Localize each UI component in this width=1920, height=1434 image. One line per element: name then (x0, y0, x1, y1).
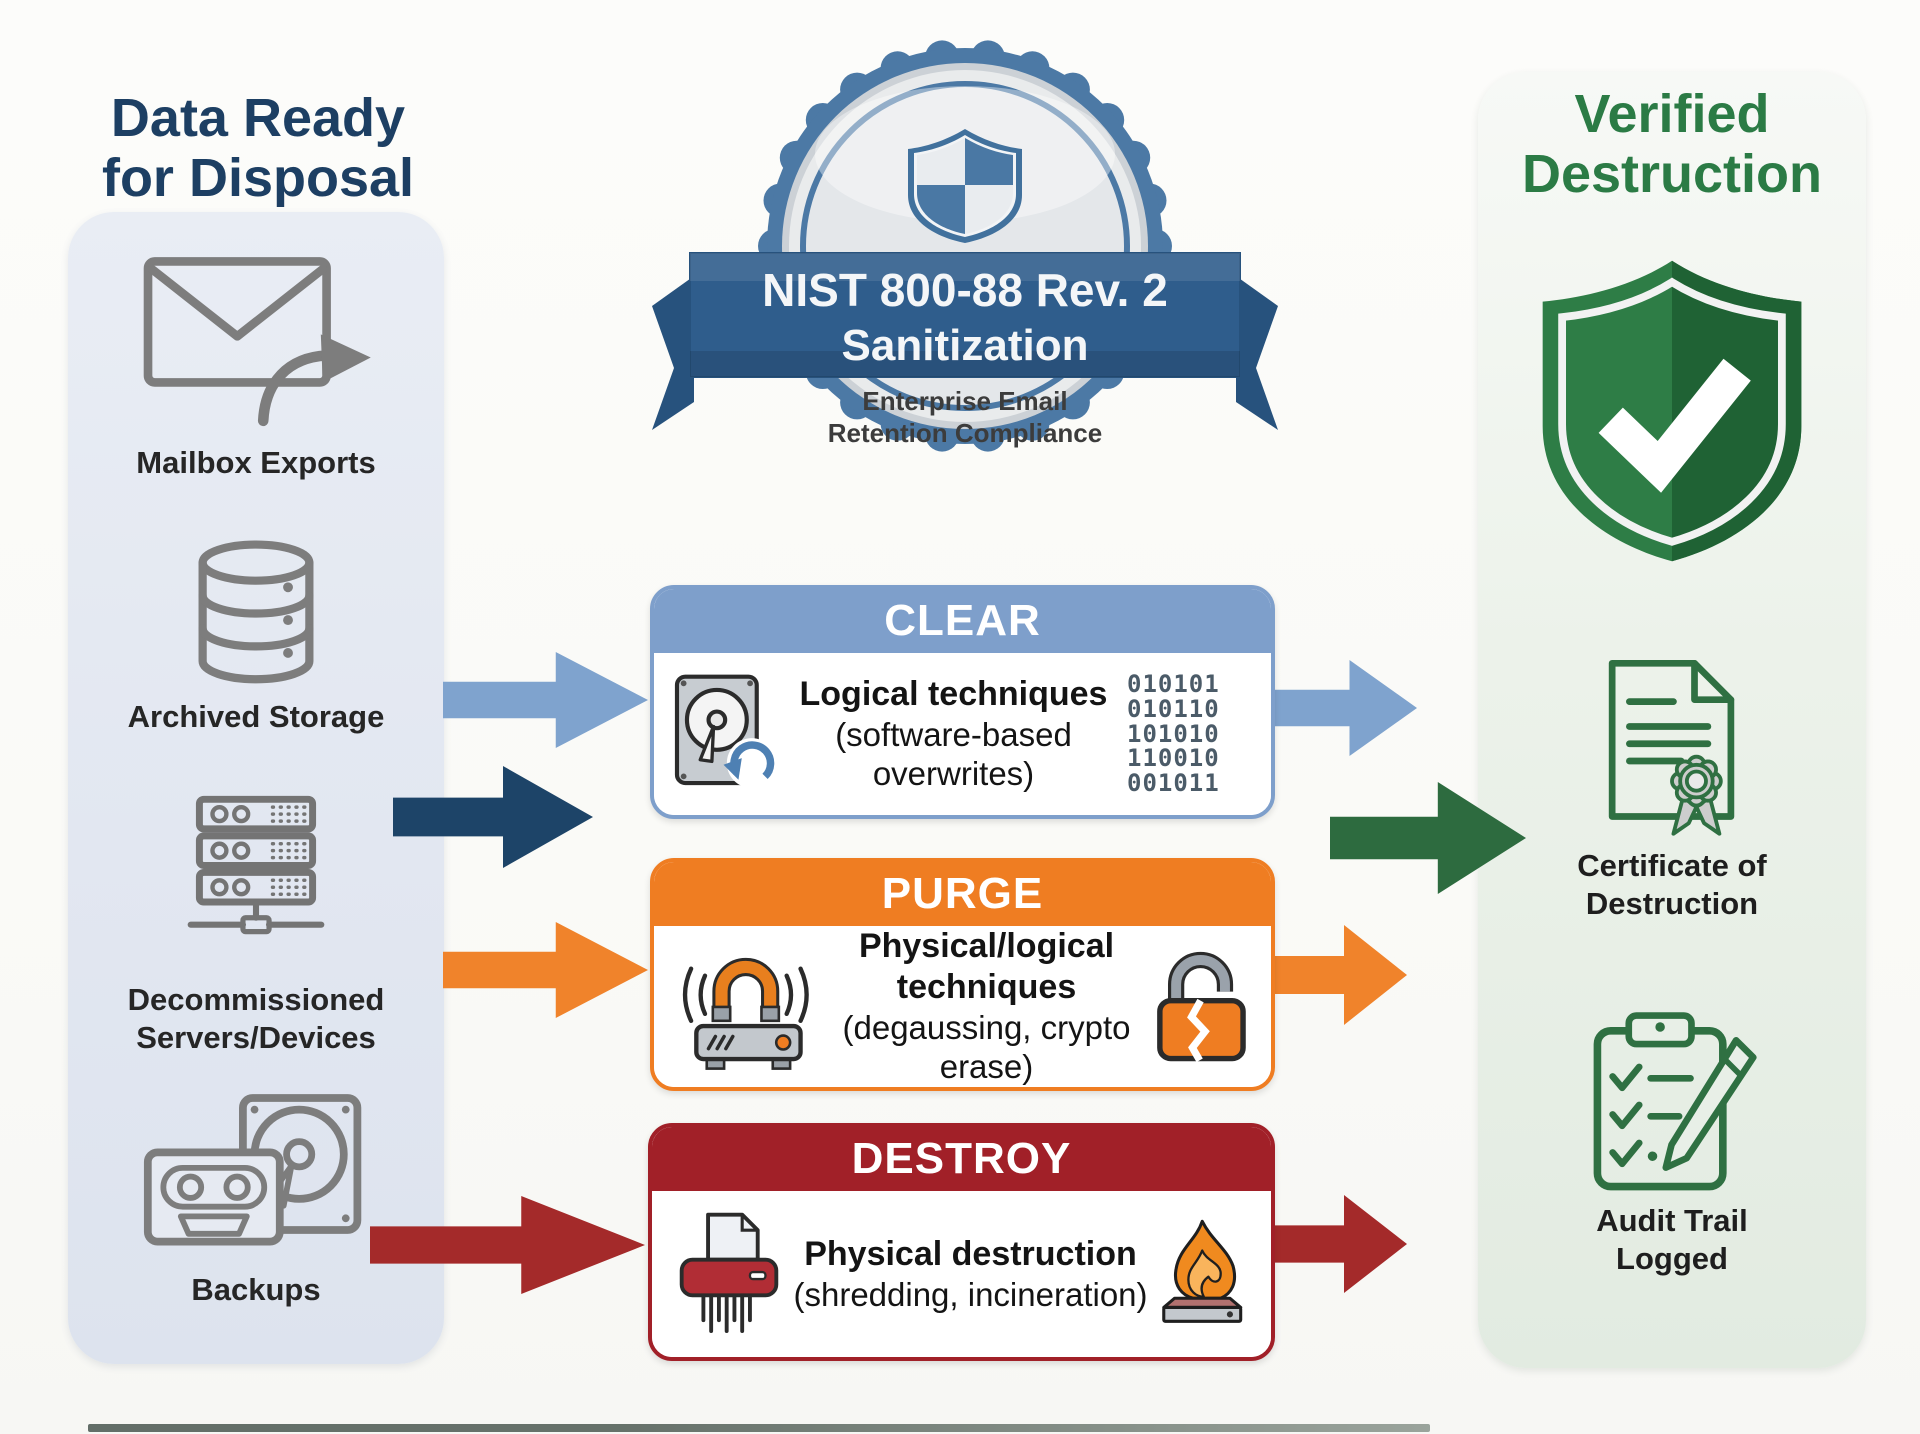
arrow-right-destroy (1267, 1195, 1407, 1293)
destroy-text: Physical destruction (shredding, inciner… (793, 1234, 1148, 1313)
item-label: Audit Trail Logged (1596, 1203, 1748, 1277)
item-label: Archived Storage (127, 699, 385, 734)
hard-drive-overwrite-icon (674, 674, 777, 788)
item-label: Certificate of Destruction (1577, 848, 1767, 922)
item-decommissioned-servers: Decommissioned Servers/Devices (68, 794, 444, 1058)
burning-drive-icon (1162, 1219, 1243, 1323)
nist-badge: NIST 800-88 Rev. 2 Sanitization Enterpri… (652, 40, 1278, 452)
item-label: Backups (191, 1272, 321, 1307)
broken-lock-icon (1157, 951, 1246, 1062)
arrow-left-clear (443, 652, 648, 748)
purge-text: Physical/logical techniques (degaussing,… (842, 927, 1131, 1086)
item-mailbox-exports: Mailbox Exports (68, 248, 444, 482)
ribbon-tail-right (1236, 276, 1278, 430)
badge-subtitle-line2: Retention Compliance (828, 418, 1102, 448)
ribbon-text-line2: Sanitization (842, 321, 1089, 370)
clear-text: Logical techniques (software-based overw… (799, 675, 1108, 793)
right-title-line2: Destruction (1521, 144, 1823, 205)
destroy-box: DESTROY Physical destruction (shredding,… (648, 1123, 1275, 1361)
purge-body: Physical/logical techniques (degaussing,… (654, 926, 1271, 1087)
bottom-edge-artifact (88, 1424, 1430, 1432)
destroy-body: Physical destruction (shredding, inciner… (652, 1191, 1271, 1357)
audit-clipboard-icon (1593, 1012, 1757, 1191)
ribbon-tail-left (652, 276, 694, 430)
certificate-icon (1608, 659, 1735, 836)
left-title-line1: Data Ready (110, 88, 406, 148)
badge-subtitle-line1: Enterprise Email (862, 386, 1067, 416)
server-rack-icon (187, 795, 325, 935)
arrow-right-clear (1267, 660, 1417, 756)
item-archived-storage: Archived Storage (68, 538, 444, 736)
left-title: Data Ready for Disposal (58, 88, 458, 209)
verified-shield-check-icon (1542, 260, 1802, 562)
clear-body: Logical techniques (software-based overw… (654, 653, 1271, 815)
ribbon-text-line1: NIST 800-88 Rev. 2 (762, 264, 1168, 316)
clear-box: CLEAR Logical techniques (software-based… (650, 585, 1275, 819)
item-audit-trail: Audit Trail Logged (1478, 1008, 1866, 1279)
arrow-left-purge (443, 922, 648, 1018)
degausser-magnet-icon (682, 957, 809, 1070)
destroy-header: DESTROY (652, 1127, 1271, 1191)
binary-digits: 010101 010110 101010 110010 001011 (1127, 669, 1220, 798)
shredder-icon (679, 1212, 779, 1333)
arrow-right-purge (1267, 925, 1407, 1025)
envelope-share-icon (143, 257, 371, 427)
item-label: Decommissioned Servers/Devices (127, 982, 385, 1056)
ribbon-band (689, 252, 1241, 378)
right-title: Verified Destruction (1482, 84, 1862, 205)
purge-header: PURGE (654, 862, 1271, 926)
left-title-line2: for Disposal (101, 148, 415, 209)
item-label: Mailbox Exports (136, 445, 376, 480)
checkered-shield-icon (908, 129, 1022, 243)
database-icon (198, 540, 314, 684)
purge-box: PURGE Physical/logical te (650, 858, 1275, 1091)
right-title-line1: Verified (1574, 84, 1770, 144)
backup-tape-drive-icon (143, 1094, 362, 1246)
verified-shield (1478, 252, 1866, 570)
item-certificate: Certificate of Destruction (1478, 655, 1866, 924)
clear-header: CLEAR (654, 589, 1271, 653)
item-backups: Backups (68, 1092, 444, 1309)
